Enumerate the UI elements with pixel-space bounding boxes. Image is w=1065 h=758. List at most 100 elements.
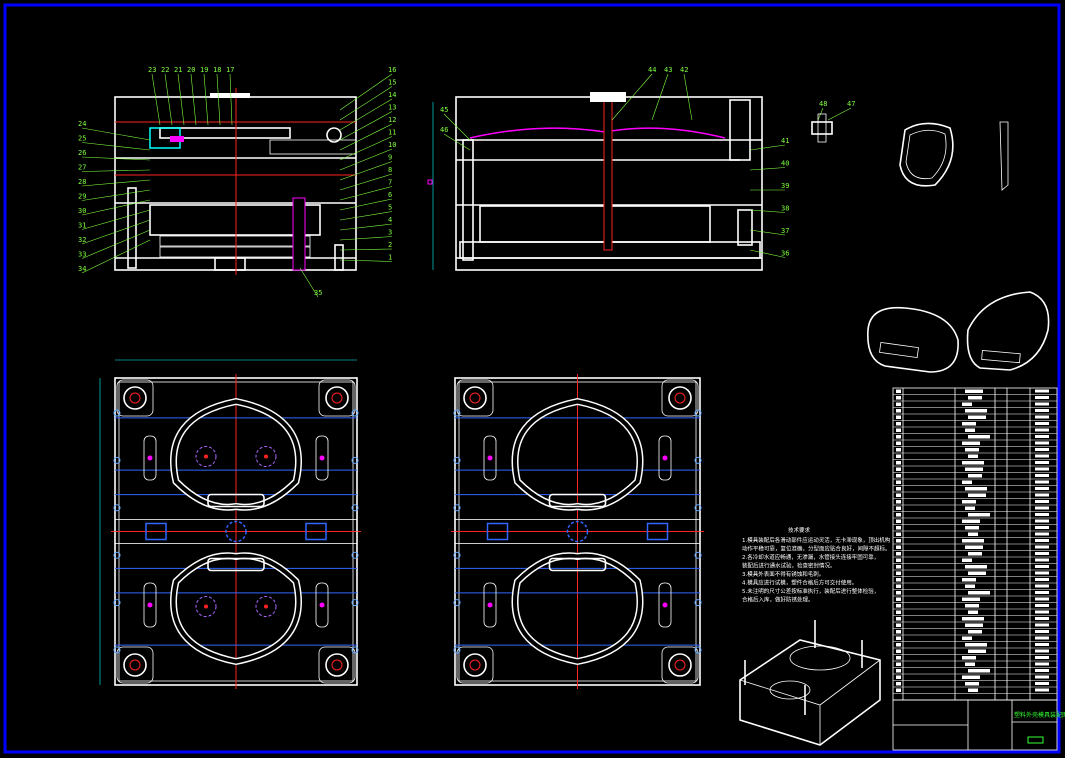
part-callout: 39 bbox=[781, 182, 789, 190]
part-callout: 6 bbox=[388, 191, 392, 199]
part-callout: 18 bbox=[213, 66, 221, 74]
part-callout: 38 bbox=[781, 205, 789, 213]
title-block: 塑料外壳模具装配图 bbox=[892, 699, 1065, 751]
part-callout: 2 bbox=[388, 241, 392, 249]
part-callout: 19 bbox=[200, 66, 208, 74]
technical-notes: 技术要求 1.模具装配后各滑动部件应运动灵活，无卡滞现象，顶出机构动作平稳可靠，… bbox=[742, 526, 891, 604]
part-callout: 31 bbox=[78, 222, 86, 230]
part-callout: 17 bbox=[226, 66, 234, 74]
part-callout: 9 bbox=[388, 154, 392, 162]
leader-line bbox=[81, 169, 151, 172]
part-callout: 22 bbox=[161, 66, 169, 74]
leader-line bbox=[81, 209, 151, 230]
part-callout: 42 bbox=[680, 66, 688, 74]
part-callout: 11 bbox=[388, 129, 396, 137]
mold-isometric-view bbox=[739, 620, 881, 746]
leader-line bbox=[299, 267, 319, 298]
product-isometric-sketches bbox=[867, 291, 1050, 373]
leader-line bbox=[749, 144, 786, 151]
part-callout: 47 bbox=[847, 100, 855, 108]
leader-line bbox=[81, 189, 151, 201]
part-callout: 45 bbox=[440, 106, 448, 114]
part-callout: 21 bbox=[174, 66, 182, 74]
leader-line bbox=[339, 123, 393, 151]
note-line: 2.各冷却水道应畅通，无渗漏，水管接头连接牢固可靠， bbox=[742, 553, 879, 561]
part-callout: 3 bbox=[388, 229, 392, 237]
bill-of-materials-table bbox=[892, 387, 1058, 701]
leader-line bbox=[339, 136, 393, 161]
part-callout: 48 bbox=[819, 100, 827, 108]
part-callout: 24 bbox=[78, 120, 86, 128]
leader-line bbox=[229, 73, 233, 126]
leader-line bbox=[81, 199, 151, 216]
leader-line bbox=[651, 73, 669, 121]
leader-line bbox=[339, 173, 393, 191]
leader-line bbox=[203, 73, 209, 126]
drawing-frame bbox=[3, 3, 1061, 754]
leader-line bbox=[81, 179, 151, 187]
leader-line bbox=[339, 211, 393, 221]
part-callout: 26 bbox=[78, 149, 86, 157]
note-line: 4.模具应进行试模，塑件合格后方可交付使用。 bbox=[742, 579, 857, 587]
note-line: 合格后入库，做好防锈处理。 bbox=[742, 596, 814, 604]
note-line: 装配后进行通水试验，检查密封情况。 bbox=[742, 562, 836, 570]
leader-line bbox=[749, 167, 786, 171]
leader-line bbox=[164, 73, 173, 126]
leader-line bbox=[749, 209, 786, 213]
part-callout: 8 bbox=[388, 166, 392, 174]
part-callout: 33 bbox=[78, 251, 86, 259]
part-callout: 20 bbox=[187, 66, 195, 74]
leader-line bbox=[749, 249, 786, 258]
leader-line bbox=[339, 198, 393, 211]
section-view-b bbox=[427, 92, 763, 271]
leader-line bbox=[339, 111, 393, 141]
leader-line bbox=[339, 86, 393, 121]
part-callout: 23 bbox=[148, 66, 156, 74]
part-callout: 15 bbox=[388, 79, 396, 87]
note-line: 5.未注明的尺寸公差按标准执行，装配后进行整体检验， bbox=[742, 587, 879, 595]
leader-line bbox=[339, 223, 393, 231]
part-callout: 46 bbox=[440, 126, 448, 134]
leader-line bbox=[216, 73, 221, 126]
drawing-title: 塑料外壳模具装配图 bbox=[1014, 711, 1065, 719]
leader-line bbox=[827, 107, 852, 121]
leader-line bbox=[81, 127, 151, 141]
plan-view-moving-half bbox=[99, 359, 361, 689]
part-callout: 41 bbox=[781, 137, 789, 145]
notes-title: 技术要求 bbox=[788, 526, 811, 534]
leader-line bbox=[443, 133, 471, 151]
part-callout: 12 bbox=[388, 116, 396, 124]
part-callout: 27 bbox=[78, 164, 86, 172]
part-callout: 7 bbox=[388, 179, 392, 187]
leader-line bbox=[339, 186, 393, 201]
leader-line bbox=[749, 229, 786, 236]
leader-line bbox=[81, 229, 151, 259]
part-callout: 13 bbox=[388, 104, 396, 112]
leader-line bbox=[339, 236, 393, 241]
leader-line bbox=[339, 73, 393, 111]
part-callout: 34 bbox=[78, 265, 86, 273]
note-line: 1.模具装配后各滑动部件应运动灵活，无卡滞现象，顶出机构 bbox=[742, 536, 891, 544]
part-callout: 35 bbox=[314, 289, 322, 297]
leader-line bbox=[339, 248, 393, 251]
leader-line bbox=[339, 161, 393, 181]
leader-line bbox=[611, 73, 653, 121]
part-callout: 43 bbox=[664, 66, 672, 74]
leader-line bbox=[151, 73, 161, 126]
leader-line bbox=[339, 98, 393, 131]
leader-line bbox=[339, 259, 393, 262]
part-callout: 32 bbox=[78, 236, 86, 244]
part-callout: 36 bbox=[781, 250, 789, 258]
part-callout: 4 bbox=[388, 216, 392, 224]
leader-line bbox=[81, 142, 151, 151]
part-callout: 16 bbox=[388, 66, 396, 74]
part-callout: 40 bbox=[781, 160, 789, 168]
note-line: 动作平稳可靠，复位准确，分型面应贴合良好，间隙不超标。 bbox=[742, 545, 891, 553]
part-callout: 14 bbox=[388, 91, 396, 99]
leader-line bbox=[443, 113, 471, 141]
detail-views bbox=[811, 113, 1009, 191]
part-callout: 10 bbox=[388, 141, 396, 149]
part-callout: 44 bbox=[648, 66, 656, 74]
